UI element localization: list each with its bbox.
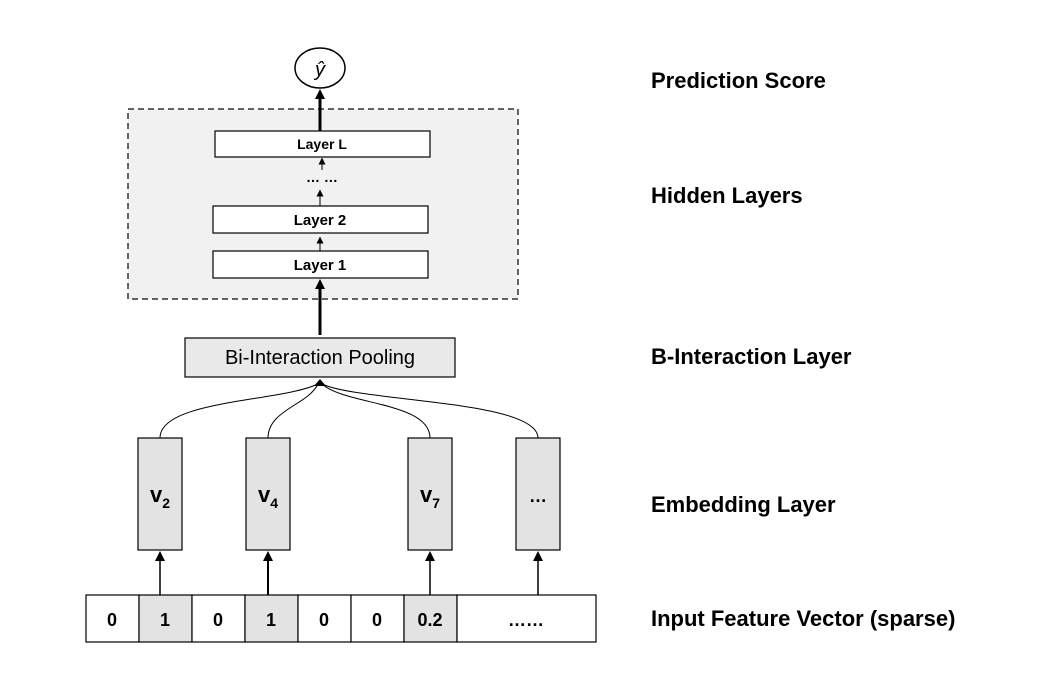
input-cell: [456, 594, 597, 643]
input-cell: [350, 594, 405, 643]
embedding-etc-label: …: [529, 486, 547, 506]
input-cell-value: 0: [319, 610, 329, 630]
input-cell-value: ……: [508, 610, 544, 630]
layer-2-label: Layer 2: [294, 212, 347, 229]
embedding-v4-label: v4: [258, 482, 278, 511]
layer-1-label: Layer 1: [294, 257, 347, 274]
layers-ellipsis: … …: [306, 169, 338, 185]
input-cell-value: 1: [266, 610, 276, 630]
pooling-box: [184, 337, 456, 378]
input-cell: [138, 594, 193, 643]
embedding-etc-bar: [515, 437, 561, 551]
curve-v2: [159, 383, 319, 439]
embedding-layer: v2 v4 v7 …: [137, 437, 561, 551]
input-cell-value: 0: [372, 610, 382, 630]
input-vector-label: Input Feature Vector (sparse): [651, 606, 955, 631]
layer-2-box: [212, 205, 429, 234]
input-cell-value: 0.2: [417, 610, 442, 630]
embedding-v4-bar: [245, 437, 291, 551]
embedding-to-pooling-curves: [159, 383, 539, 439]
hidden-layers-label: Hidden Layers: [651, 183, 803, 208]
output-circle: [294, 47, 346, 89]
pooling-input-arrowhead: [314, 379, 326, 386]
layer-1-box: [212, 250, 429, 279]
input-cell: [297, 594, 352, 643]
curve-v7: [321, 383, 431, 439]
input-cell-value: 0: [107, 610, 117, 630]
hidden-layers-panel: Layer L … … Layer 2 Layer 1: [127, 108, 519, 300]
input-cell-value: 1: [160, 610, 170, 630]
pooling-label: Bi-Interaction Pooling: [225, 347, 415, 369]
prediction-score-label: Prediction Score: [651, 68, 826, 93]
input-cell-value: 0: [213, 610, 223, 630]
embedding-layer-label: Embedding Layer: [651, 492, 836, 517]
layer-l-box: [214, 130, 431, 158]
embedding-v7-label: v7: [420, 482, 440, 511]
embedding-v2-label: v2: [150, 482, 170, 511]
curve-etc: [321, 383, 539, 439]
layer-l-label: Layer L: [297, 136, 347, 152]
output-node: ŷ: [294, 47, 346, 89]
interaction-layer-label: B-Interaction Layer: [651, 344, 852, 369]
input-feature-vector: 0 1 0 1 0 0 0.2 ……: [85, 594, 597, 643]
embedding-v2-bar: [137, 437, 183, 551]
output-symbol: ŷ: [313, 59, 326, 81]
side-labels: Prediction Score Hidden Layers B-Interac…: [651, 68, 955, 631]
curve-v4: [267, 383, 319, 439]
pooling-block: Bi-Interaction Pooling: [184, 337, 456, 378]
embedding-v7-bar: [407, 437, 453, 551]
input-cell: [85, 594, 140, 643]
